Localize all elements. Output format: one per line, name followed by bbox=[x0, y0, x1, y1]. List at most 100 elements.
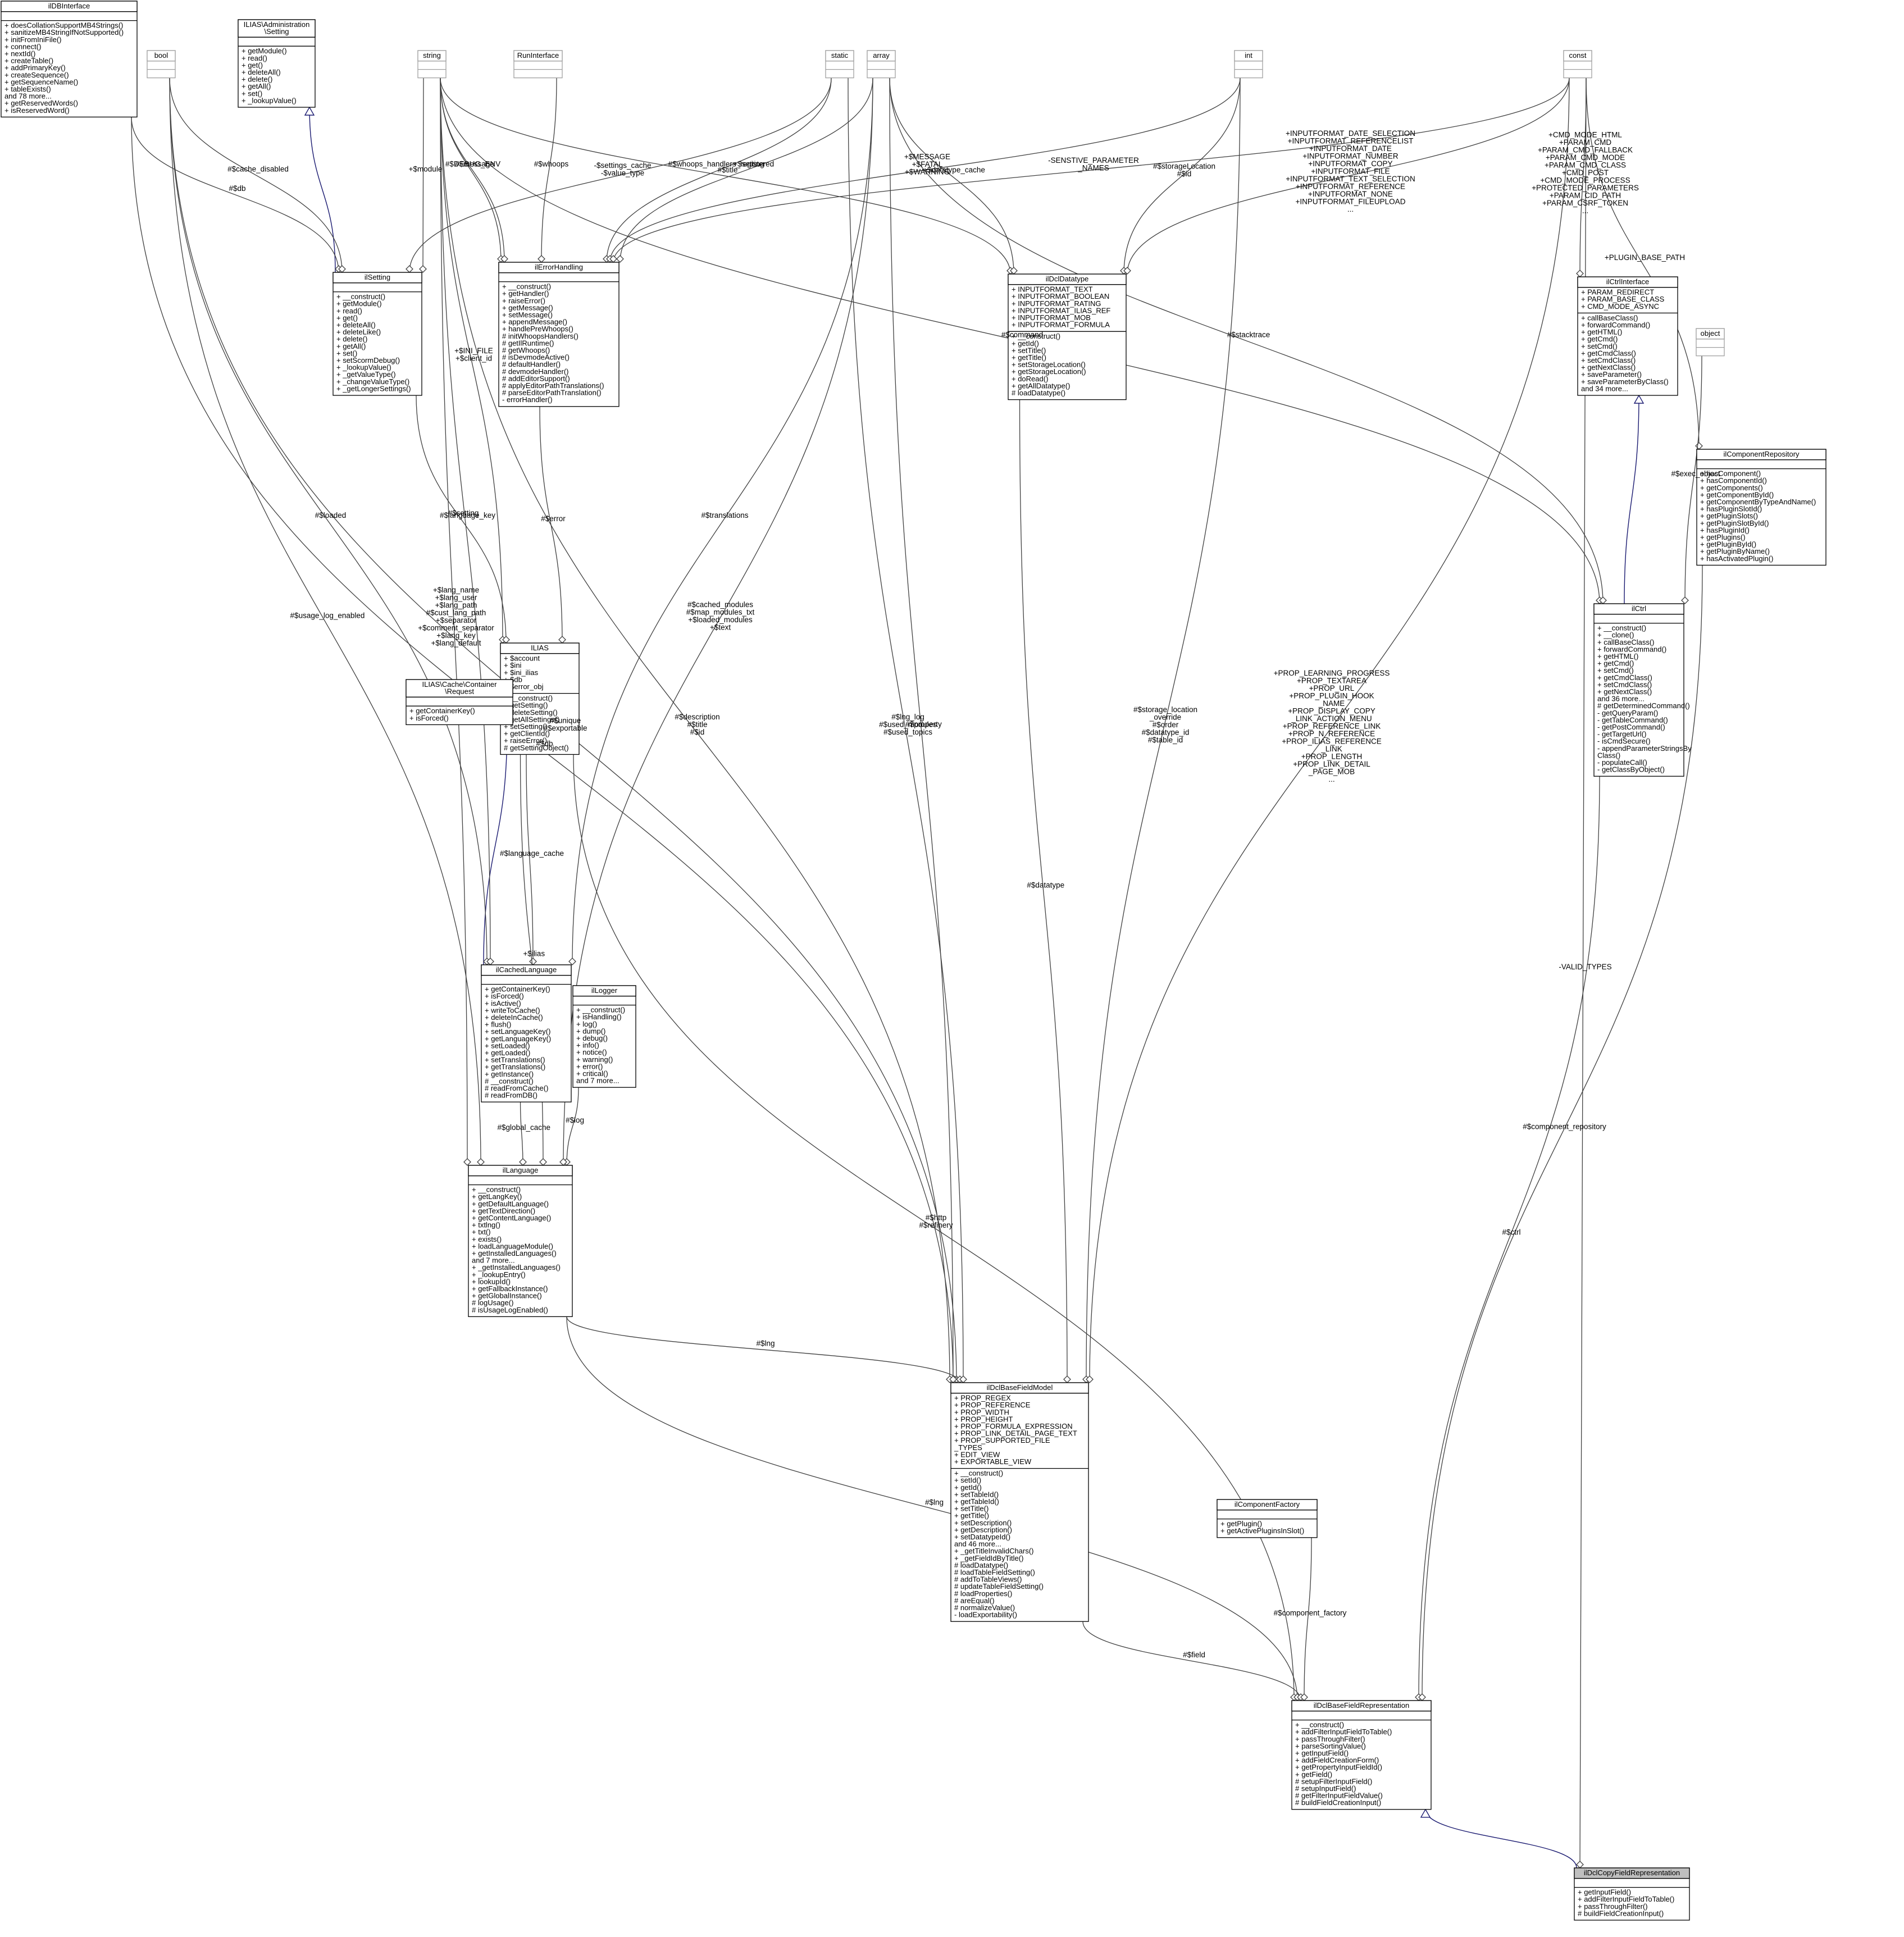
class-box-illogger: ilLogger+ __construct()+ isHandling()+ l… bbox=[572, 985, 636, 1088]
class-method: # areEqual() bbox=[954, 1596, 995, 1605]
class-method: + setTitle() bbox=[1012, 346, 1046, 354]
class-method: + getSetting() bbox=[504, 701, 548, 709]
association-edge bbox=[416, 395, 510, 644]
class-name: ILIAS\Cache\Container bbox=[422, 680, 498, 689]
class-method: and 46 more... bbox=[954, 1540, 1001, 1548]
class-name: ilCtrl bbox=[1632, 604, 1646, 613]
class-method: + getContainerKey() bbox=[409, 707, 475, 715]
class-box-string: string bbox=[417, 50, 447, 79]
class-method: + __construct() bbox=[1597, 624, 1646, 632]
class-name: ilLogger bbox=[591, 986, 618, 995]
class-name: ilErrorHandling bbox=[535, 263, 583, 271]
class-method: + connect() bbox=[4, 42, 41, 51]
aggregation-diamond bbox=[616, 255, 624, 263]
class-method: # addEditorSupport() bbox=[502, 374, 570, 382]
class-method: + addFilterInputFieldToTable() bbox=[1295, 1728, 1392, 1736]
association-edge bbox=[616, 78, 873, 263]
aggregation-diamond bbox=[529, 958, 537, 965]
class-method: + getCmdClass() bbox=[1597, 673, 1652, 682]
aggregation-diamond bbox=[1695, 442, 1703, 450]
class-border bbox=[950, 1382, 1089, 1622]
class-method: + getLoaded() bbox=[485, 1049, 530, 1057]
class-method: + saveParameter() bbox=[1581, 370, 1642, 379]
class-method: + getCmdClass() bbox=[1581, 349, 1636, 357]
class-method: + warning() bbox=[576, 1055, 613, 1064]
edge-label: #$property bbox=[905, 720, 942, 728]
edge-label: +INPUTFORMAT_DATE_SELECTION+INPUTFORMAT_… bbox=[1286, 129, 1415, 213]
class-method: and 34 more... bbox=[1581, 384, 1628, 393]
class-name: \Setting bbox=[264, 28, 289, 36]
class-box-ilsetting: ilSetting+ __construct()+ getModule()+ r… bbox=[332, 272, 422, 396]
class-name: \Request bbox=[445, 687, 474, 696]
class-method: + getPluginByName() bbox=[1700, 547, 1770, 555]
class-attribute: + PROP_LINK_DETAIL_PAGE_TEXT bbox=[954, 1429, 1077, 1438]
class-box-ilias: ILIAS+ $account+ $ini+ $ini_ilias+ $db+ … bbox=[500, 642, 580, 755]
class-method: + _lookupValue() bbox=[242, 96, 297, 104]
class-method: # getFilterInputFieldValue() bbox=[1295, 1792, 1383, 1800]
class-method: + appendMessage() bbox=[502, 318, 567, 326]
class-method: + __construct() bbox=[502, 282, 551, 291]
class-method: # readFromDB() bbox=[485, 1091, 538, 1100]
class-method: # loadTableFieldSetting() bbox=[954, 1568, 1035, 1576]
class-method: and 36 more... bbox=[1597, 695, 1645, 703]
class-name: ilSetting bbox=[365, 273, 390, 281]
class-method: + delete() bbox=[242, 75, 272, 84]
class-method: + getInputField() bbox=[1578, 1888, 1631, 1897]
association-edge bbox=[1082, 1621, 1305, 1701]
class-method: + getHandler() bbox=[502, 289, 549, 298]
edge-label: +$lang_name+$lang_user+$lang_path#$cust_… bbox=[418, 586, 494, 648]
edge-label: #$language_key bbox=[440, 511, 495, 519]
inheritance-edge bbox=[1624, 394, 1645, 604]
class-method: + hasPluginId() bbox=[1700, 526, 1750, 534]
class-method: + _getInstalledLanguages() bbox=[472, 1263, 561, 1271]
class-box-const: const bbox=[1563, 50, 1592, 79]
class-box-adminsetting: ILIAS\Administration\Setting+ getModule(… bbox=[238, 19, 316, 108]
class-method: + getAllSettings() bbox=[504, 715, 559, 723]
class-attribute: + INPUTFORMAT_MOB bbox=[1012, 313, 1091, 322]
class-method: + set() bbox=[336, 349, 357, 357]
class-method: + _lookupEntry() bbox=[472, 1270, 526, 1279]
class-method: Class() bbox=[1597, 751, 1620, 759]
association-edge bbox=[169, 78, 485, 1166]
association-edge bbox=[519, 1102, 527, 1166]
class-name: ilLanguage bbox=[503, 1166, 539, 1174]
edge-label: #$language_cache bbox=[500, 849, 564, 858]
class-border bbox=[498, 262, 620, 407]
class-method: + debug() bbox=[576, 1034, 608, 1042]
class-box-runinterface: RunInterface bbox=[513, 50, 563, 79]
class-method: and 78 more... bbox=[4, 92, 52, 101]
class-attribute: + INPUTFORMAT_RATING bbox=[1012, 299, 1101, 308]
class-method: + getDescription() bbox=[954, 1525, 1012, 1534]
class-method: + callBaseClass() bbox=[1581, 313, 1638, 322]
class-method: + loadLanguageModule() bbox=[472, 1242, 553, 1250]
edge-label: #$global_cache bbox=[497, 1123, 550, 1132]
class-box-ilcomponentrepository: ilComponentRepository+ hasComponent()+ h… bbox=[1696, 449, 1826, 566]
class-method: # parseEditorPathTranslation() bbox=[502, 389, 602, 397]
class-method: + getComponents() bbox=[1700, 484, 1763, 492]
class-method: + getTitle() bbox=[1012, 353, 1046, 362]
class-method: - isCmdSecure() bbox=[1597, 737, 1651, 745]
class-method: + setTitle() bbox=[954, 1505, 989, 1513]
class-name: ilDclBaseFieldModel bbox=[987, 1383, 1053, 1392]
edge-label: #$field bbox=[1183, 1651, 1205, 1659]
class-method: + delete() bbox=[336, 335, 367, 343]
class-name: ilComponentRepository bbox=[1723, 450, 1800, 458]
class-box-ildclbasefieldrepresentation: ilDclBaseFieldRepresentation+ __construc… bbox=[1291, 1700, 1432, 1810]
edge-label: #$component_factory bbox=[1274, 1608, 1347, 1617]
association-edge bbox=[406, 78, 832, 273]
association-edge bbox=[1300, 1537, 1312, 1701]
aggregation-diamond bbox=[1681, 596, 1689, 604]
class-method: + getField() bbox=[1295, 1770, 1332, 1779]
class-method: + getSequenceName() bbox=[4, 78, 78, 86]
class-name: bool bbox=[154, 51, 168, 60]
class-method: + doRead() bbox=[1012, 375, 1048, 383]
class-border bbox=[1008, 274, 1127, 400]
class-box-ildclcopyfieldrepresentation: ilDclCopyFieldRepresentation+ getInputFi… bbox=[1574, 1867, 1690, 1921]
class-border bbox=[481, 964, 572, 1102]
class-border bbox=[1577, 276, 1678, 396]
class-box-cacherequest: ILIAS\Cache\Container\Request + getContai… bbox=[406, 679, 513, 726]
edge-label: #$whoops bbox=[534, 159, 569, 168]
association-edge bbox=[1086, 78, 1570, 1383]
class-attribute: + INPUTFORMAT_TEXT bbox=[1012, 285, 1093, 294]
class-method: + getPropertyInputFieldId() bbox=[1295, 1763, 1382, 1771]
